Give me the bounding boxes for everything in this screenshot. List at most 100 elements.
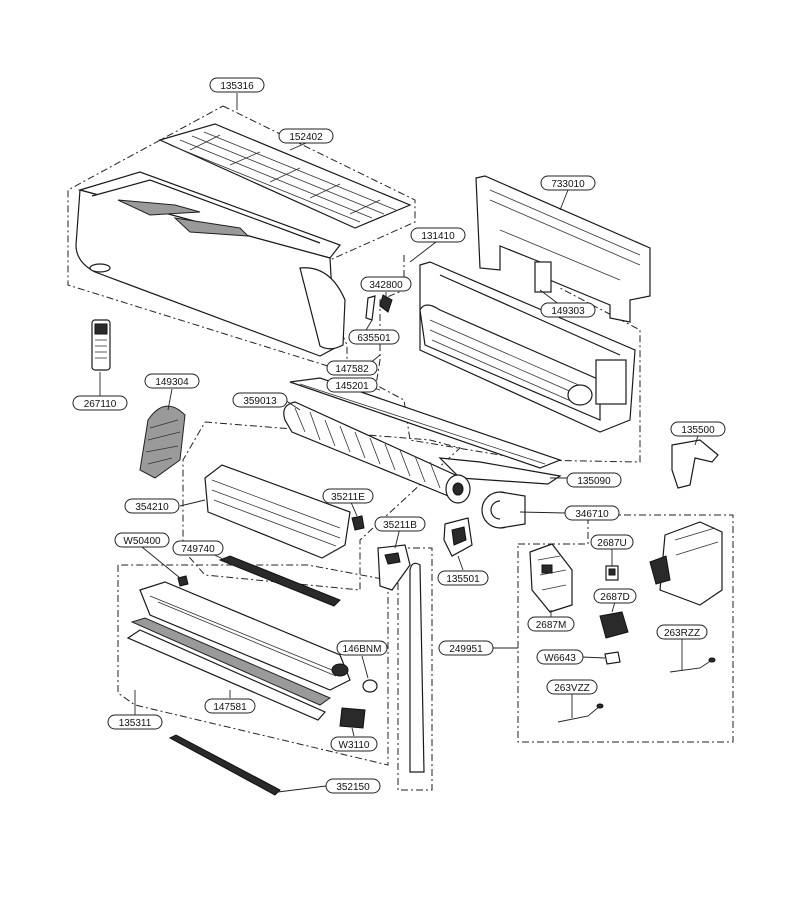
callout-342800: 342800 <box>360 276 412 292</box>
callout-249951: 249951 <box>438 640 494 656</box>
callout-text: 135090 <box>577 476 611 487</box>
boundary-fan-assembly <box>182 421 462 591</box>
callout-263RZZ: 263RZZ <box>656 624 708 640</box>
callout-text: 135316 <box>220 81 254 92</box>
crossflow-fan-359013 <box>283 401 471 504</box>
callout-text: 2687D <box>600 592 629 603</box>
remote-control-267110 <box>91 319 111 371</box>
callout-text: 149303 <box>551 306 585 317</box>
rod-352150 <box>168 734 281 796</box>
pcb-2687U <box>605 565 619 581</box>
callout-text: 263RZZ <box>664 628 700 639</box>
motor-135501 <box>443 517 473 557</box>
callout-text: 2687U <box>597 538 626 549</box>
filter-grille-152402 <box>158 123 412 229</box>
callout-35211E: 35211E <box>322 488 374 504</box>
callout-135316: 135316 <box>209 77 265 93</box>
callout-2687D: 2687D <box>593 588 637 604</box>
sensor-W6643 <box>604 651 621 665</box>
clip-35211E <box>351 515 365 531</box>
callout-text: 733010 <box>551 179 585 190</box>
callout-text: 354210 <box>135 502 169 513</box>
callout-2687U: 2687U <box>590 534 634 550</box>
callout-text: 152402 <box>289 132 323 143</box>
callout-text: 635501 <box>357 333 391 344</box>
callout-text: 131410 <box>421 231 455 242</box>
callout-135090: 135090 <box>566 472 622 488</box>
knob-146BNM <box>362 679 378 693</box>
callout-354210: 354210 <box>124 498 180 514</box>
clip-342800 <box>365 294 393 321</box>
vane-145201 <box>289 377 562 469</box>
callout-145201: 145201 <box>326 377 378 393</box>
callout-text: 145201 <box>335 381 369 392</box>
callout-135311: 135311 <box>107 714 163 730</box>
boundary-louver-assembly <box>117 564 389 766</box>
callout-149303: 149303 <box>540 302 596 318</box>
boundary-pipe <box>397 547 433 791</box>
bracket-35211B <box>377 544 411 591</box>
callout-text: 146BNM <box>343 644 382 655</box>
callout-147581: 147581 <box>204 698 256 714</box>
callout-267110: 267110 <box>72 395 128 411</box>
louver-blade-749740 <box>218 555 341 607</box>
callout-W6643: W6643 <box>536 649 584 665</box>
callout-text: 135500 <box>681 425 715 436</box>
control-box-housing <box>649 521 723 606</box>
clip-W50400 <box>177 575 189 587</box>
callout-text: 2687M <box>536 620 567 631</box>
callout-346710: 346710 <box>564 505 620 521</box>
callout-149304: 149304 <box>144 373 200 389</box>
group-boundaries <box>67 105 734 791</box>
callout-text: 135501 <box>446 574 480 585</box>
callout-text: 135311 <box>119 718 152 729</box>
evaporator-354210 <box>204 464 351 559</box>
callout-W50400: W50400 <box>114 532 170 548</box>
callout-352150: 352150 <box>325 778 381 794</box>
mounting-plate-733010 <box>475 175 651 323</box>
callout-263VZZ: 263VZZ <box>546 679 598 695</box>
callout-749740: 749740 <box>172 540 224 556</box>
side-holder-149304 <box>139 405 186 479</box>
callout-146BNM: 146BNM <box>336 640 388 656</box>
callout-text: 149304 <box>155 377 189 388</box>
sensor-263RZZ <box>669 657 716 673</box>
callout-35211B: 35211B <box>374 516 426 532</box>
callout-text: 249951 <box>449 644 483 655</box>
louver-frame <box>139 581 351 691</box>
plate-W3110 <box>339 707 366 729</box>
callout-359013: 359013 <box>232 392 288 408</box>
sensor-263VZZ <box>557 703 604 723</box>
callout-text: 147581 <box>213 702 247 713</box>
louver-blade-147581 <box>126 617 332 721</box>
callout-733010: 733010 <box>540 175 596 191</box>
callout-W3110: W3110 <box>330 736 378 752</box>
callout-text: 346710 <box>575 509 609 520</box>
connector-2687D <box>599 611 629 639</box>
boundary-control-box <box>517 514 734 743</box>
pipe-assembly <box>409 562 425 773</box>
callout-text: 267110 <box>84 399 117 410</box>
chassis-131410 <box>419 261 636 433</box>
front-cover-135316 <box>75 171 346 357</box>
bearing-346710 <box>481 491 526 529</box>
callout-text: 342800 <box>369 280 403 291</box>
side-bracket-135500 <box>671 439 719 489</box>
callout-text: 147582 <box>335 364 369 375</box>
callout-text: W6643 <box>544 653 576 664</box>
callout-text: 359013 <box>243 396 277 407</box>
callout-text: W3110 <box>339 740 370 751</box>
boundary-front-cover <box>67 105 416 373</box>
callout-135501: 135501 <box>437 570 489 586</box>
callout-152402: 152402 <box>278 128 334 144</box>
callout-text: W50400 <box>123 536 161 547</box>
callout-text: 35211B <box>383 520 417 531</box>
callout-131410: 131410 <box>410 227 466 243</box>
callout-text: 263VZZ <box>554 683 590 694</box>
callout-text: 35211E <box>331 492 365 503</box>
callout-135500: 135500 <box>670 421 726 437</box>
callout-635501: 635501 <box>348 329 400 345</box>
pcb-2687M <box>529 543 573 613</box>
callout-147582: 147582 <box>326 360 378 376</box>
